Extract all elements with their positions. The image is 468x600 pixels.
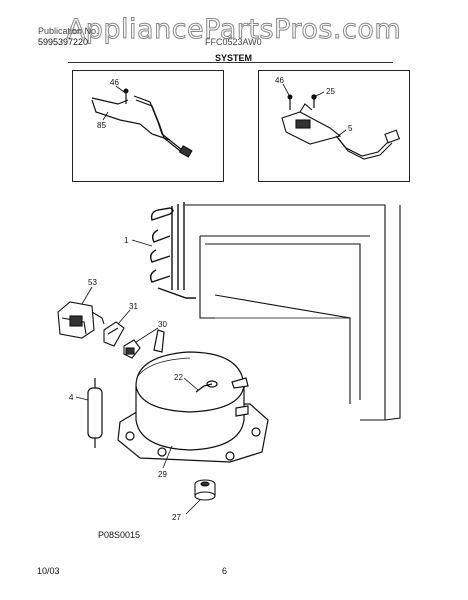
relay-cover bbox=[123, 339, 141, 359]
leader-30 bbox=[135, 327, 159, 343]
callout-cover-30: 30 bbox=[158, 320, 167, 329]
right-inset-screw-icon-46 bbox=[287, 94, 293, 110]
callout-right-46: 46 bbox=[275, 76, 284, 85]
publication-label: Publication No. bbox=[38, 26, 99, 36]
callout-right-5: 5 bbox=[348, 124, 353, 133]
cabinet-outline bbox=[185, 204, 401, 421]
footer-date: 10/03 bbox=[37, 566, 60, 576]
right-inset-thermostat bbox=[281, 103, 401, 160]
leader-22 bbox=[183, 377, 199, 391]
condenser-coil bbox=[149, 202, 196, 299]
left-inset-screw-icon bbox=[123, 88, 129, 104]
section-title: SYSTEM bbox=[215, 53, 253, 63]
right-leader-5 bbox=[337, 129, 347, 137]
callout-drier-4: 4 bbox=[69, 393, 74, 402]
callout-compressor-29: 29 bbox=[158, 470, 167, 479]
leader-4 bbox=[75, 396, 89, 401]
compressor bbox=[117, 329, 269, 463]
start-relay bbox=[103, 321, 125, 347]
right-leader-25 bbox=[315, 91, 325, 97]
left-inset-box bbox=[72, 70, 224, 182]
leader-53 bbox=[81, 286, 93, 305]
watermark: AppliancePartsPros.com bbox=[66, 14, 402, 46]
callout-overload-53: 53 bbox=[88, 278, 97, 287]
ground-wire bbox=[195, 380, 218, 393]
page-number: 6 bbox=[222, 566, 228, 576]
figure-code: P08S0015 bbox=[98, 530, 141, 540]
callout-left-46: 46 bbox=[110, 78, 119, 87]
left-leader-85 bbox=[102, 111, 109, 121]
right-inset-box bbox=[258, 70, 410, 182]
callout-left-85: 85 bbox=[97, 121, 106, 130]
mounting-grommet bbox=[194, 479, 216, 501]
publication-number: 5995397220 bbox=[38, 37, 89, 47]
overload-protector bbox=[57, 301, 105, 339]
right-leader-46 bbox=[282, 83, 290, 96]
callout-condenser-1: 1 bbox=[124, 236, 129, 245]
leader-31 bbox=[117, 309, 131, 325]
callout-right-25: 25 bbox=[326, 87, 335, 96]
leader-1 bbox=[131, 239, 153, 247]
leader-29 bbox=[162, 445, 173, 469]
right-inset-screw-icon-25 bbox=[311, 94, 317, 108]
header-divider bbox=[68, 62, 393, 63]
callout-grommet-27: 27 bbox=[172, 513, 181, 522]
left-inset-harness bbox=[91, 95, 193, 158]
leader-27 bbox=[185, 499, 201, 515]
left-leader-46 bbox=[115, 85, 125, 93]
callout-wire-22: 22 bbox=[174, 373, 183, 382]
filter-drier bbox=[87, 378, 103, 448]
callout-relay-31: 31 bbox=[129, 302, 138, 311]
model-number: FFC0523AW0 bbox=[205, 37, 262, 47]
